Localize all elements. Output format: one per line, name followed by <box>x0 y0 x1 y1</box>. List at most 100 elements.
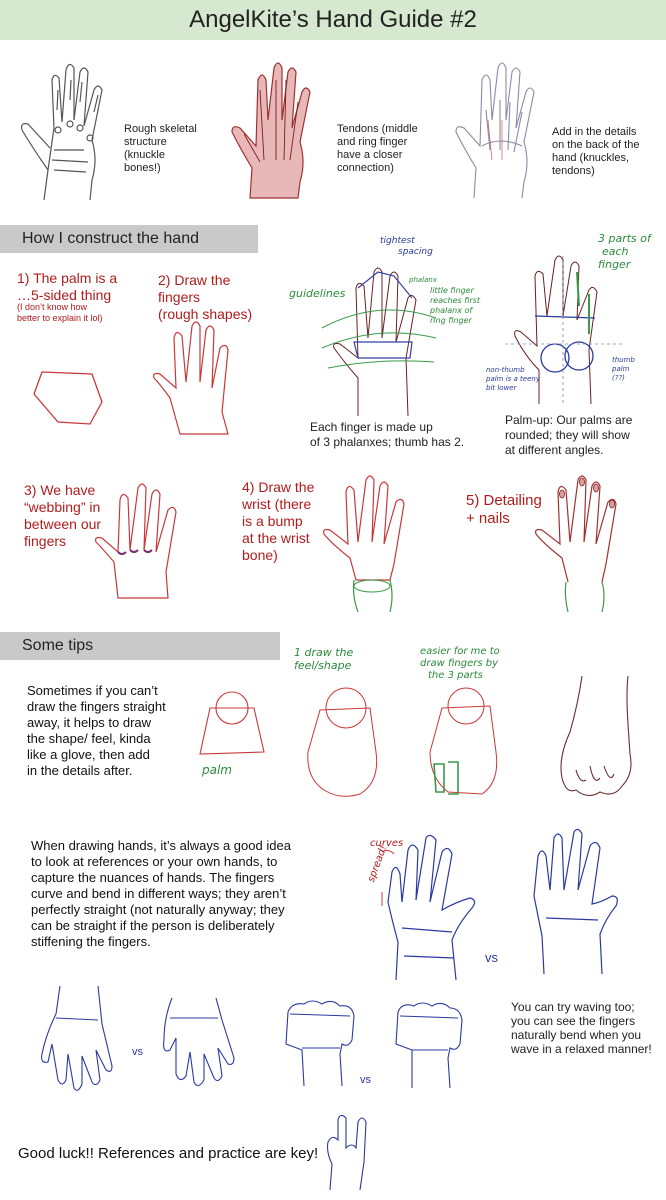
three-parts-label: 3 parts of each finger <box>598 232 666 271</box>
tendons-caption-line: and ring finger <box>337 136 408 148</box>
tightest-label-line: tightest <box>380 236 415 246</box>
section-tips-bar: Some tips <box>0 632 280 660</box>
little-finger-note-line: ring finger <box>430 316 472 325</box>
skeleton-caption-line: structure <box>124 136 167 148</box>
palm-label: palm <box>202 763 232 777</box>
tip1-line: Sometimes if you can’t <box>27 683 158 698</box>
tip1-line: like a glove, then add <box>27 747 150 762</box>
draw-feel-line: feel/shape <box>294 659 352 672</box>
tip1-text: Sometimes if you can’t draw the fingers … <box>27 683 207 779</box>
step3-title-line: “webbing” in <box>24 499 101 515</box>
vs-label-3: vs <box>360 1074 371 1086</box>
palm-shape-sketch <box>199 691 265 755</box>
tip1-line: in the details after. <box>27 763 133 778</box>
three-parts-line: 3 parts of <box>598 232 651 245</box>
step4-title-line: at the wrist <box>242 530 310 546</box>
draw-feel-label: 1 draw the feel/shape <box>294 646 374 672</box>
wrist-hand-sketch <box>323 475 405 613</box>
skeleton-caption-line: (knuckle <box>124 149 165 161</box>
palm-up-caption-line: at different angles. <box>505 443 604 457</box>
thumb-palm-line: (??) <box>612 374 625 382</box>
non-thumb-line: non-thumb <box>486 366 525 374</box>
step3-title-line: 3) We have <box>24 482 96 498</box>
step1-note-line: better to explain it lol) <box>17 313 103 323</box>
thumb-palm-line: palm <box>612 365 630 373</box>
guidelines-label: guidelines <box>289 287 346 300</box>
tip3-line: wave in a relaxed manner! <box>511 1042 652 1056</box>
tip3-line: You can try waving too; <box>511 1000 635 1014</box>
tip3-line: naturally bend when you <box>511 1028 642 1042</box>
step1-note: (I don’t know how better to explain it l… <box>17 302 137 324</box>
tendons-caption-line: Tendons (middle <box>337 123 418 135</box>
closing-text: Good luck!! References and practice are … <box>18 1145 319 1162</box>
tip1-line: the shape/ feel, kinda <box>27 731 151 746</box>
skeleton-caption-line: Rough skeletal <box>124 123 197 135</box>
section-tips-label: Some tips <box>22 637 94 654</box>
step2-title-line: (rough shapes) <box>158 306 253 322</box>
phalanx-caption: Each finger is made up of 3 phalanxes; t… <box>310 420 470 450</box>
details-caption-line: on the back of the <box>552 139 640 151</box>
details-caption-line: tendons) <box>552 165 595 177</box>
little-finger-note-line: reaches first <box>430 296 480 305</box>
step2-title-line: 2) Draw the fingers <box>158 272 231 305</box>
little-finger-note: little finger reaches first phalanx of r… <box>430 286 500 326</box>
tendons-caption-line: connection) <box>337 162 394 174</box>
non-thumb-line: palm is a teeny <box>486 375 540 383</box>
palm-up-caption: Palm-up: Our palms are rounded; they wil… <box>505 413 665 458</box>
step1-title: 1) The palm is a …5-sided thing <box>17 270 127 304</box>
detailed-nails-sketch <box>535 475 617 613</box>
step5-title: 5) Detailing + nails <box>466 492 556 528</box>
easier-label: easier for me to draw fingers by the 3 p… <box>420 646 500 682</box>
webbing-hand-sketch <box>95 483 177 599</box>
tip1-line: away, it helps to draw <box>27 715 152 730</box>
easier-line: easier for me to <box>420 646 500 657</box>
tightest-spacing-label: tightest spacing <box>380 236 440 258</box>
step4-title-line: wrist (there <box>242 496 312 512</box>
rock-sign-hand-sketch <box>326 1114 367 1191</box>
tip3-text: You can try waving too; you can see the … <box>511 1000 661 1056</box>
non-thumb-note: non-thumb palm is a teeny bit lower <box>486 366 546 393</box>
tendons-caption: Tendons (middle and ring finger have a c… <box>337 123 447 175</box>
tip2-line: curve and bend in different ways; they a… <box>31 886 286 901</box>
three-parts-finger-sketch <box>429 687 498 795</box>
three-parts-line: each <box>602 245 629 258</box>
little-finger-note-line: little finger <box>430 286 474 295</box>
step1-title-line: …5-sided thing <box>17 287 112 303</box>
step3-title: 3) We have “webbing” in between our fing… <box>24 482 114 550</box>
tip2-text: When drawing hands, it’s always a good i… <box>31 838 341 950</box>
phalanx-caption-line: Each finger is made up <box>310 420 433 434</box>
fist-hand-sketch-1 <box>285 1000 355 1087</box>
phalanx-caption-line: of 3 phalanxes; thumb has 2. <box>310 435 465 449</box>
relaxed-hand-sketch-2 <box>163 997 235 1087</box>
section-construct-label: How I construct the hand <box>22 230 199 247</box>
glove-shape-sketch <box>307 687 378 797</box>
step5-title-line: + nails <box>466 510 510 527</box>
thumb-palm-note: thumb palm (??) <box>612 356 652 383</box>
palm-up-caption-line: Palm-up: Our palms are <box>505 413 633 427</box>
skeleton-caption-line: bones!) <box>124 162 161 174</box>
tip2-line: When drawing hands, it’s always a good i… <box>31 838 291 853</box>
skeleton-hand-illustration <box>21 63 103 201</box>
non-thumb-line: bit lower <box>486 384 517 392</box>
step4-title-line: bone) <box>242 547 278 563</box>
tip2-line: capture the nuances of hands. The finger… <box>31 870 275 885</box>
step3-title-line: between our <box>24 516 102 532</box>
stiff-fingers-hand-sketch <box>533 828 618 975</box>
palm-up-caption-line: rounded; they will show <box>505 428 630 442</box>
step4-title-line: 4) Draw the <box>242 479 315 495</box>
vs-label-1: vs <box>485 950 498 965</box>
draw-feel-line: 1 draw the <box>294 646 354 659</box>
thumb-palm-line: thumb <box>612 356 635 364</box>
tightest-label-line: spacing <box>398 247 433 257</box>
detailed-hand-illustration <box>455 62 535 199</box>
step1-title-line: 1) The palm is a <box>17 270 118 286</box>
easier-line: draw fingers by <box>420 658 499 669</box>
tendons-hand-illustration <box>231 62 311 199</box>
step5-title-line: 5) Detailing <box>466 492 542 509</box>
tip1-line: draw the fingers straight <box>27 699 166 714</box>
three-parts-line: finger <box>598 258 631 271</box>
curves-label: curves <box>370 838 404 849</box>
tendons-caption-line: have a closer <box>337 149 403 161</box>
step3-title-line: fingers <box>24 533 67 549</box>
step1-note-line: (I don’t know how <box>17 302 88 312</box>
